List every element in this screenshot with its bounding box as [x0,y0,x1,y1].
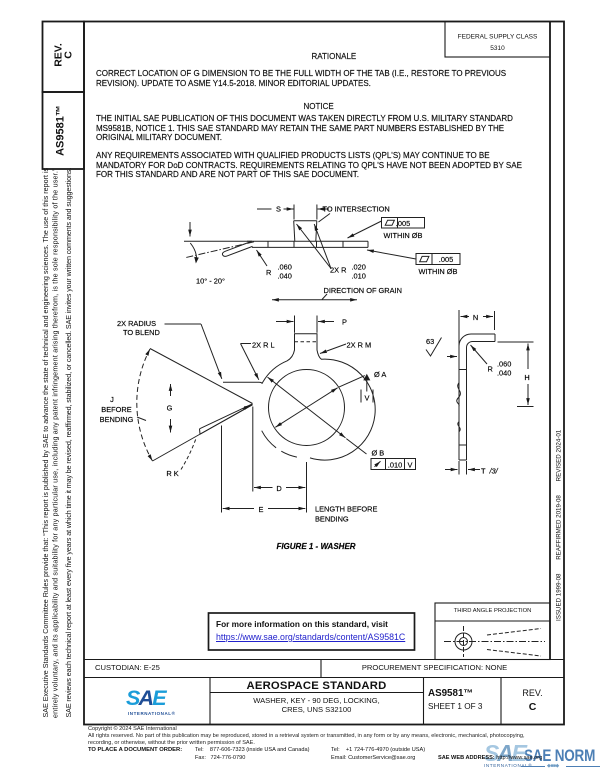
svg-text:C: C [63,51,75,59]
svg-text:SAE reviews each technical rep: SAE reviews each technical report at lea… [65,168,73,718]
svg-text:2X RADIUS: 2X RADIUS [117,319,156,328]
svg-text:5310: 5310 [490,45,505,52]
svg-text:.010: .010 [352,272,366,281]
svg-text:entirely voluntary, and its ap: entirely voluntary, and its applicabilit… [52,168,60,718]
svg-text:TO BLEND: TO BLEND [123,328,160,337]
svg-text:P: P [342,318,347,327]
svg-text:Ø B: Ø B [372,449,385,458]
svg-text:FIGURE 1 - WASHER: FIGURE 1 - WASHER [276,542,355,551]
svg-text:.060: .060 [278,263,292,272]
svg-text:AS9581™: AS9581™ [55,105,67,156]
svg-text:S: S [276,205,281,214]
svg-text:V: V [408,460,413,469]
svg-text:10° - 20°: 10° - 20° [196,277,225,286]
svg-text:2X R M: 2X R M [347,341,372,350]
svg-text:N: N [473,313,478,322]
svg-text:.040: .040 [278,272,292,281]
svg-text:T: T [481,467,486,476]
svg-text:Ø A: Ø A [374,370,386,379]
svg-text:SAE Executive Standards Commit: SAE Executive Standards Committee Rules … [42,167,50,717]
svg-text:R: R [266,268,271,277]
svg-text:.020: .020 [352,263,366,272]
svg-text:.005: .005 [396,219,410,228]
svg-text:/3/: /3/ [489,467,499,476]
svg-text:V: V [365,394,370,403]
svg-text:FEDERAL SUPPLY CLASS: FEDERAL SUPPLY CLASS [458,34,538,41]
svg-text:WITHIN ØB: WITHIN ØB [383,231,422,240]
svg-text:.005: .005 [439,255,453,264]
svg-text:J: J [110,395,114,404]
svg-text:.040: .040 [497,369,511,378]
svg-text:TO INTERSECTION: TO INTERSECTION [323,205,390,214]
svg-text:DIRECTION OF GRAIN: DIRECTION OF GRAIN [324,286,402,295]
svg-text:WITHIN ØB: WITHIN ØB [418,267,457,276]
svg-text:E: E [259,505,264,514]
svg-text:BEFORE: BEFORE [101,405,131,414]
svg-text:LENGTH BEFORE: LENGTH BEFORE [315,505,377,514]
svg-text:63: 63 [426,337,434,346]
svg-text:R: R [488,365,493,374]
svg-text:R K: R K [166,469,178,478]
svg-text:ISSUED 1999-08 REAFFIRM: ISSUED 1999-08 REAFFIRMED 2019-08 REVISE… [556,429,563,621]
svg-text:BENDING: BENDING [315,515,349,524]
svg-text:.010: .010 [388,460,402,469]
svg-text:2X R L: 2X R L [252,341,275,350]
svg-text:BENDING: BENDING [100,415,134,424]
svg-text:H: H [524,373,529,382]
svg-text:D: D [276,484,281,493]
svg-text:REV.: REV. [53,43,65,67]
svg-text:G: G [167,404,173,413]
svg-text:.060: .060 [497,360,511,369]
svg-text:2X R: 2X R [330,266,346,275]
